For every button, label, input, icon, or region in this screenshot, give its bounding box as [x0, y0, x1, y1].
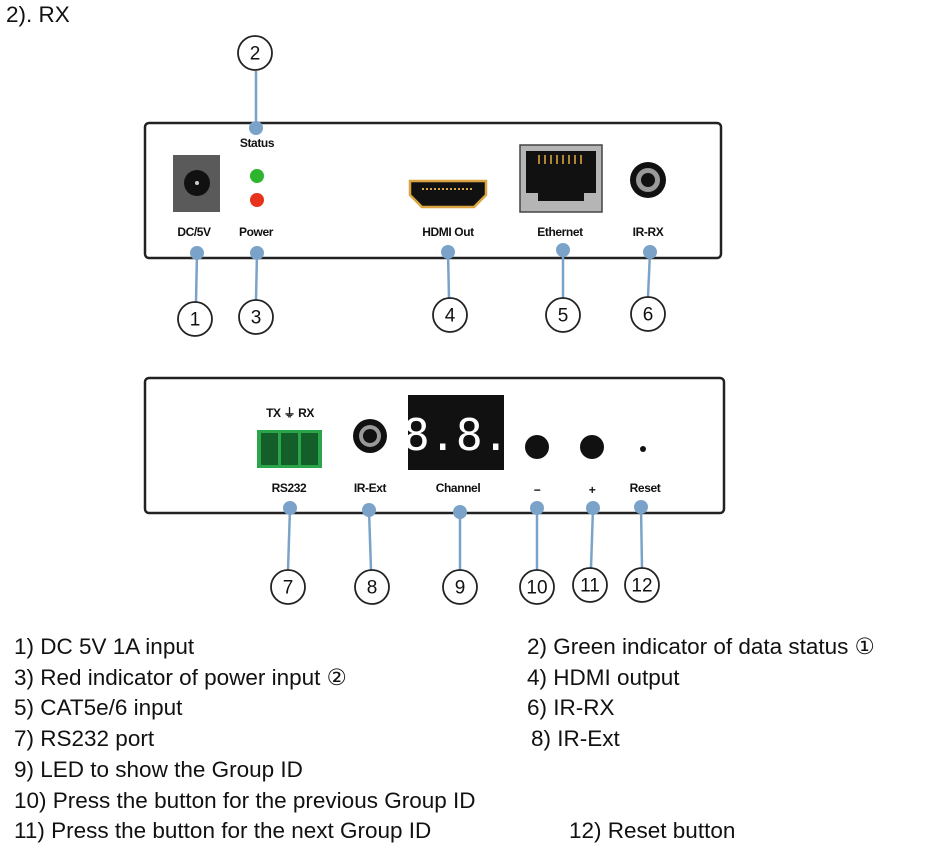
reset-button[interactable]	[640, 446, 646, 452]
callout-7: 7	[283, 578, 294, 599]
rx-front-panel: Status DC/5V Power HDMI Out Ethernet IR-…	[143, 121, 723, 260]
description-4: 4) HDMI output	[527, 665, 680, 690]
ethernet-socket	[526, 151, 596, 201]
callout-5: 5	[558, 306, 569, 327]
description-8: 8) IR-Ext	[531, 726, 620, 751]
red-led-icon	[250, 193, 264, 207]
ir-rx-jack-hole	[641, 173, 655, 187]
description-11: 11) Press the button for the next Group …	[14, 818, 432, 843]
label-rs232: RS232	[272, 481, 307, 495]
label-power: Power	[239, 225, 274, 239]
callout-1: 1	[190, 310, 201, 331]
label-hdmi: HDMI Out	[422, 225, 474, 239]
description-6: 6) IR-RX	[527, 695, 615, 720]
channel-display	[408, 395, 504, 470]
callout-2: 2	[250, 44, 261, 65]
label-ir-ext: IR-Ext	[354, 481, 387, 495]
plus-button[interactable]	[580, 435, 604, 459]
section-title: 2). RX	[6, 2, 70, 27]
description-10: 10) Press the button for the previous Gr…	[14, 788, 476, 813]
rx-rear-panel: TX ⏚ RX 8.8. RS232 IR-Ext Channel − + Re…	[143, 376, 726, 515]
hdmi-port-icon	[408, 179, 488, 209]
ethernet-pins	[538, 155, 582, 164]
label-plus: +	[589, 483, 596, 497]
callout-11: 11	[580, 576, 600, 597]
label-ethernet: Ethernet	[537, 225, 583, 239]
callout-6: 6	[643, 305, 654, 326]
label-tx-gnd-rx: TX ⏚ RX	[266, 406, 314, 420]
terminal-slots	[261, 433, 318, 465]
description-3: 3) Red indicator of power input ②	[14, 665, 347, 690]
description-2: 2) Green indicator of data status ①	[527, 634, 875, 659]
description-12: 12) Reset button	[569, 818, 736, 843]
label-channel: Channel	[436, 481, 481, 495]
description-7: 7) RS232 port	[14, 726, 155, 751]
callout-lines	[194, 71, 652, 571]
display-digits: 8.8.	[403, 410, 509, 461]
callout-3: 3	[251, 308, 262, 329]
callout-8: 8	[367, 578, 378, 599]
label-minus: −	[534, 483, 541, 497]
callout-dots	[190, 121, 657, 519]
label-ir-rx: IR-RX	[633, 225, 664, 239]
label-dc: DC/5V	[177, 225, 211, 239]
callout-circles	[177, 35, 666, 605]
description-1: 1) DC 5V 1A input	[14, 634, 195, 659]
description-9: 9) LED to show the Group ID	[14, 757, 303, 782]
callout-9: 9	[455, 578, 466, 599]
callout-4: 4	[445, 306, 456, 327]
label-reset: Reset	[630, 481, 661, 495]
label-status: Status	[240, 136, 275, 150]
minus-button[interactable]	[525, 435, 549, 459]
description-5: 5) CAT5e/6 input	[14, 695, 183, 720]
green-led-icon	[250, 169, 264, 183]
callout-10: 10	[526, 578, 547, 599]
ir-ext-jack-hole	[363, 429, 377, 443]
callout-12: 12	[631, 576, 652, 597]
dc-jack-pin	[195, 181, 199, 185]
